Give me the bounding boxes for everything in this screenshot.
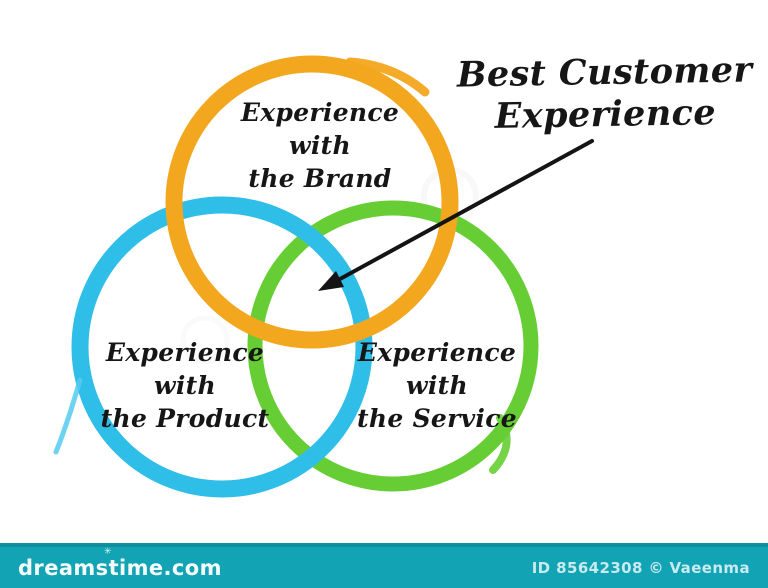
watermark-bar: dreamstime.com ✳ ID 85642308 © Vaeenma: [0, 543, 768, 588]
label-experience-with-brand: Experience with the Brand: [210, 96, 430, 195]
diagram-title-line: Experience: [494, 92, 717, 137]
label-line: Experience: [357, 338, 517, 367]
label-line: with: [289, 131, 351, 160]
dreamstime-logo: dreamstime.com ✳: [18, 547, 222, 580]
label-line: Experience: [105, 338, 265, 367]
circle-service-brush-tail: [489, 414, 511, 474]
circle-product: [71, 196, 373, 498]
circle-product-brush-tail: [53, 377, 83, 455]
diagram-title-line: Best Customer: [456, 49, 753, 96]
dreamstime-flower-icon: ✳: [104, 546, 112, 557]
circle-service: [247, 200, 539, 492]
title-arrow-line: [338, 139, 594, 281]
watermark-ghost-ring: [180, 315, 230, 365]
dreamstime-logo-text: dreamstime.com: [18, 555, 222, 580]
diagram-title: Best Customer Experience: [454, 49, 755, 138]
circle-brand-brush-overlap: [345, 57, 430, 97]
label-experience-with-service: Experience with the Service: [327, 336, 547, 435]
venn-diagram-canvas: [53, 55, 594, 498]
label-line: the Product: [100, 404, 270, 433]
label-line: with: [154, 371, 216, 400]
label-line: with: [406, 371, 468, 400]
label-experience-with-product: Experience with the Product: [75, 336, 295, 435]
label-line: the Brand: [248, 164, 392, 193]
label-line: Experience: [240, 98, 400, 127]
image-id-credit: ID 85642308 © Vaeenma: [531, 558, 750, 577]
label-line: the Service: [357, 404, 517, 433]
arrowhead-icon: [318, 271, 344, 291]
circle-brand: [165, 55, 459, 349]
